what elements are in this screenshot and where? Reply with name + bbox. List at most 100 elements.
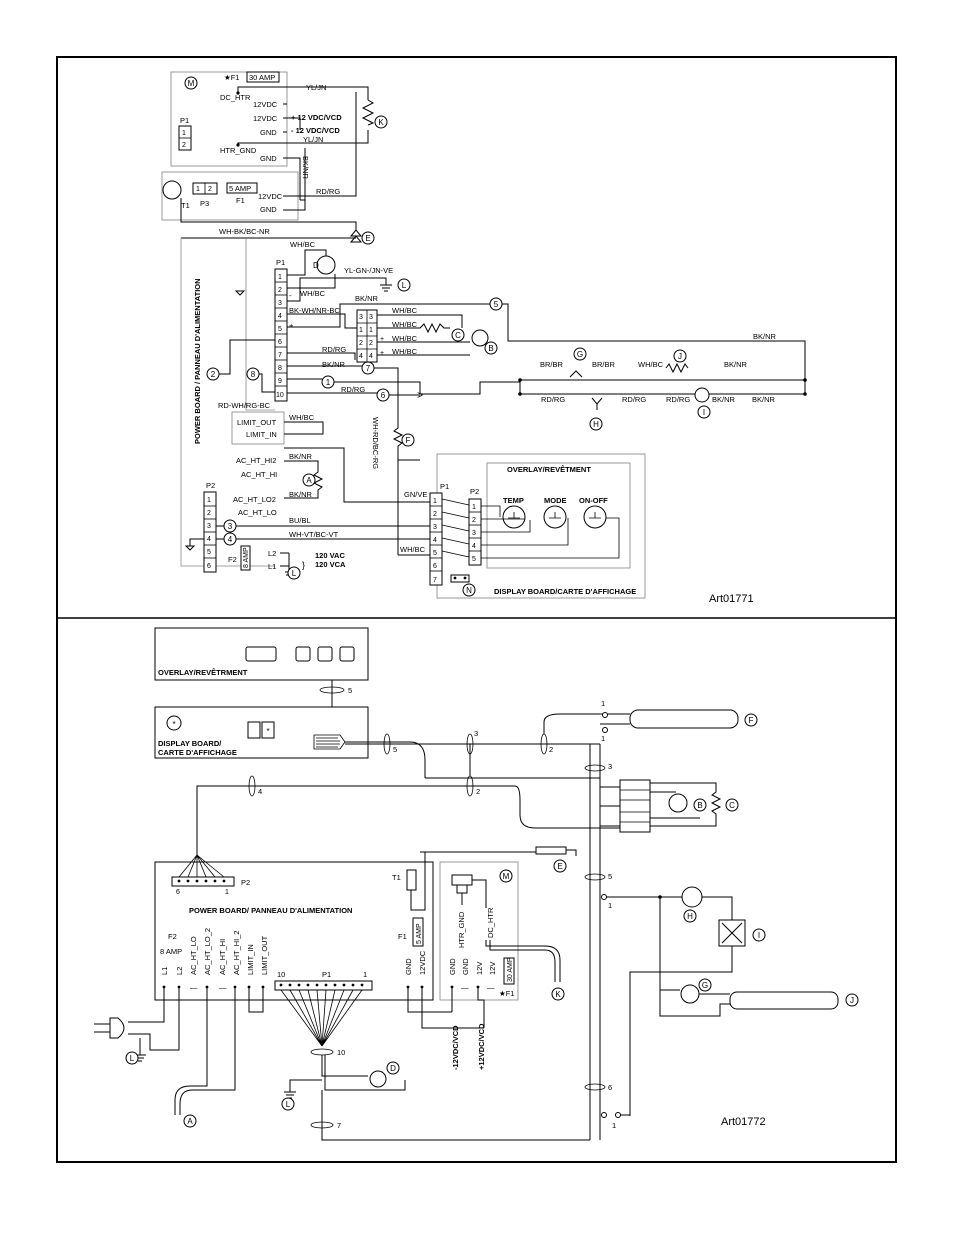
p2-pin-3: 3 — [207, 523, 211, 530]
p2-label-top: P2 — [206, 481, 215, 490]
power-board-label-bottom: POWER BOARD/ PANNEAU D'ALIMENTATION — [189, 906, 352, 915]
fuse-30amp-label: 30 AMP — [249, 73, 275, 82]
wh-bc-label-d: WH/BC — [290, 240, 316, 249]
term-ac-ht-lo-2: AC_HT_LO_2 — [203, 928, 212, 975]
conn-l3: 3 — [359, 314, 363, 321]
term-ac-ht-lo: AC_HT_LO — [189, 936, 198, 975]
db-p2-pin3: 3 — [472, 530, 476, 537]
cable-5-b: 5 — [393, 745, 397, 754]
f1-label-bottom: F1 — [398, 932, 407, 941]
amp8-label-bottom: 8 AMP — [160, 947, 182, 956]
mode-label: MODE — [544, 496, 567, 505]
pin-1: 1 — [182, 130, 186, 137]
label-i-top: I — [703, 408, 705, 417]
db-p2-pin2: 2 — [472, 517, 476, 524]
label-j-bottom: J — [850, 996, 854, 1005]
p1-pin-10: 10 — [276, 392, 284, 399]
term-gnd-b: GND — [448, 958, 457, 975]
p1-label-top: P1 — [276, 258, 285, 267]
br-br-label-a: BR/BR — [540, 360, 564, 369]
p1-pin-2: 2 — [278, 287, 282, 294]
p1-10-label: 10 — [277, 970, 285, 979]
t1-label: T1 — [181, 201, 190, 210]
ac-ht-hi-label: AC_HT_HI — [241, 470, 277, 479]
plus-12vdc-label: + 12 VDC/VCD — [291, 113, 342, 122]
fuse-8amp-label-top: 8 AMP — [243, 547, 250, 568]
display-board-label-top: DISPLAY BOARD/CARTE D'AFFICHAGE — [494, 587, 636, 596]
label-l-bottom2: L — [286, 1100, 291, 1109]
dc-htr-bottom: DC_HTR — [486, 907, 495, 938]
conn-r2: 2 — [369, 340, 373, 347]
p2-1-label: 1 — [225, 889, 229, 896]
label-b-top: B — [488, 344, 493, 353]
p2-label-bottom: P2 — [241, 878, 250, 887]
bottom-layout: OVERLAY/REVÊTRMENT 5 * * DISPLAY BOARD/ … — [94, 627, 859, 1141]
db-p1-pin6: 6 — [433, 563, 437, 570]
label-a-bottom: A — [187, 1117, 193, 1126]
minus-sign: - — [289, 291, 292, 300]
cable-2-a: 2 — [549, 745, 553, 754]
label-b-bottom: B — [697, 801, 702, 810]
db-star-b: * — [266, 727, 269, 736]
cable-5-c: 5 — [608, 872, 612, 881]
p1-pin-9: 9 — [278, 378, 282, 385]
overlay-label-bottom: OVERLAY/REVÊTRMENT — [158, 668, 248, 677]
p2-6-label: 6 — [176, 889, 180, 896]
p1-bottom-pins — [279, 983, 364, 987]
art-id-bottom: Art01772 — [721, 1116, 766, 1128]
p1-pin-3: 3 — [278, 300, 282, 307]
plus-c: + — [380, 350, 384, 357]
conn-l4: 4 — [359, 353, 363, 360]
bk-wh-label: BK-WH/NR-BC — [289, 306, 340, 315]
label-k-bottom: K — [555, 990, 561, 999]
wh-bc-label-b: WH/BC — [392, 320, 418, 329]
label-m: M — [188, 79, 195, 88]
term-l2: L2 — [175, 967, 184, 975]
cable-2-b: 2 — [476, 787, 480, 796]
brace: } — [302, 560, 305, 570]
p1-pin-8: 8 — [278, 365, 282, 372]
l1-label-top: L1 — [268, 562, 276, 571]
p1-pins: 1 2 3 4 5 6 7 8 9 10 — [275, 274, 287, 399]
db-p1-pin5: 5 — [433, 550, 437, 557]
db-p1-pin1: 1 — [433, 498, 437, 505]
callout-2: 2 — [211, 370, 216, 379]
bk-nr-label-f: BK/NR — [752, 395, 776, 404]
label-f-top: F — [406, 436, 411, 445]
fuse-5amp-label: 5 AMP — [229, 184, 251, 193]
p2-pin-5: 5 — [207, 549, 211, 556]
p2-pin-2: 2 — [207, 510, 211, 517]
gn-ve-label: GN/VE — [404, 490, 427, 499]
f2-label-top: F2 — [228, 555, 237, 564]
temp-label: TEMP — [503, 496, 524, 505]
db-p1-pin3: 3 — [433, 524, 437, 531]
callout-6: 6 — [381, 391, 386, 400]
label-d: D — [313, 261, 319, 270]
cable-6: 6 — [608, 1083, 612, 1092]
vac2-label: 120 VCA — [315, 560, 346, 569]
yl-jn-label-b: YL/JN — [303, 135, 323, 144]
gnd-label-b: GND — [260, 154, 277, 163]
v12-label-a: 12VDC — [253, 100, 278, 109]
bk-nr-label-c: BK/NR — [322, 360, 346, 369]
db-p1-pin7: 7 — [433, 577, 437, 584]
cable-3-b: 3 — [608, 762, 612, 771]
rd-wh-label: RD-WH/RG-BC — [218, 401, 271, 410]
limit-out-label: LIMIT_OUT — [237, 418, 277, 427]
cable-1-b: 1 — [601, 734, 605, 743]
limit-in-label: LIMIT_IN — [246, 430, 277, 439]
cable-1-d: 1 — [612, 1121, 616, 1130]
dash-b: — — [219, 983, 227, 992]
wh-bc-label-j: WH/BC — [638, 360, 664, 369]
display-label-2: CARTE D'AFFICHAGE — [158, 748, 237, 757]
term-limit-in: LIMIT_IN — [246, 944, 255, 975]
htr-gnd-bottom: HTR_GND — [457, 911, 466, 948]
term-l1: L1 — [160, 967, 169, 975]
db-p2-pin5: 5 — [472, 556, 476, 563]
cable-3-a: 3 — [474, 729, 478, 738]
conn-l2: 2 — [359, 340, 363, 347]
term-12v-a: 12V — [475, 962, 484, 975]
wh-bc-label-db: WH/BC — [400, 545, 426, 554]
bk-nr-label-ac1: BK/NR — [289, 452, 313, 461]
wh-bc-label-d2: WH/BC — [300, 289, 326, 298]
